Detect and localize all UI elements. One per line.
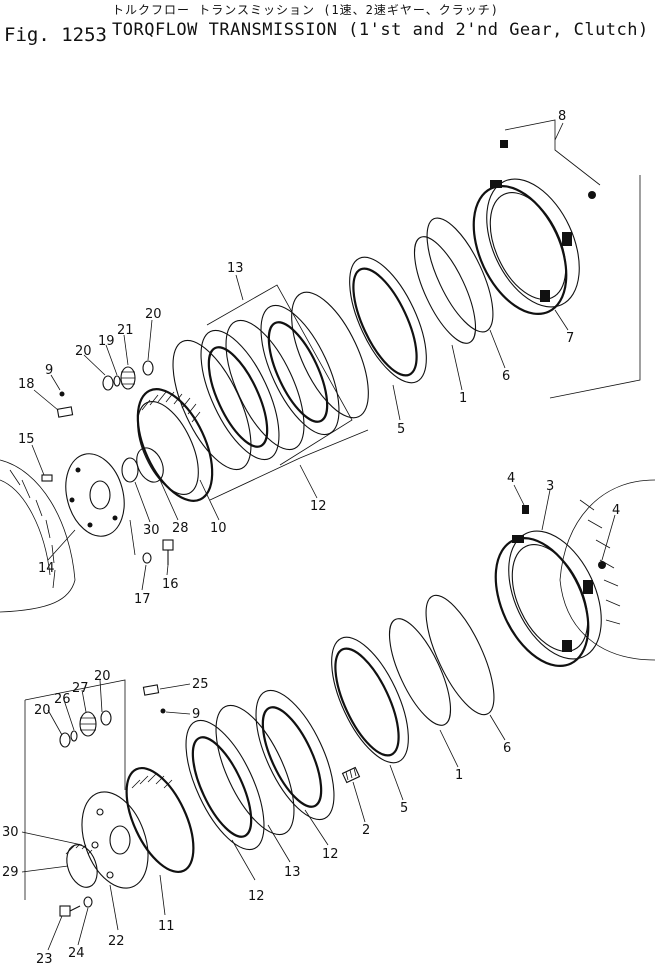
plate-part-5-lower bbox=[331, 636, 409, 764]
callout-4-left: 4 bbox=[507, 471, 515, 486]
callout-20-upper: 20 bbox=[145, 307, 162, 322]
lower-leader-lines bbox=[21, 484, 616, 951]
shaft-part-18 bbox=[56, 406, 74, 418]
spring-part-2 bbox=[341, 766, 361, 784]
callout-25: 25 bbox=[192, 677, 209, 692]
wheel-outline-right bbox=[559, 479, 655, 661]
callout-1-lower: 1 bbox=[455, 768, 463, 783]
snap-ring-part-6-lower bbox=[425, 594, 495, 716]
ring-part-30 bbox=[121, 457, 139, 483]
lower-callout-numbers: 4 3 4 6 1 5 2 25 9 20 26 27 20 30 29 23 … bbox=[2, 471, 620, 967]
piston-ring-part-1-lower bbox=[388, 618, 452, 726]
callout-12-right: 12 bbox=[322, 847, 339, 862]
callout-21: 21 bbox=[117, 323, 134, 338]
upper-assembly: 8 7 6 1 5 13 12 10 28 30 21 19 20 20 9 1… bbox=[0, 109, 641, 613]
callout-13: 13 bbox=[227, 261, 244, 276]
callout-20-left: 20 bbox=[34, 703, 51, 718]
pin-part-15 bbox=[41, 474, 53, 482]
upper-leader-lines bbox=[31, 122, 569, 591]
piston-ring-part-1 bbox=[413, 236, 477, 344]
snap-ring-part-6 bbox=[426, 217, 494, 333]
housing-part-8 bbox=[472, 140, 596, 316]
callout-6-lower: 6 bbox=[503, 741, 511, 756]
callout-16: 16 bbox=[162, 577, 179, 592]
callout-27: 27 bbox=[72, 681, 89, 696]
needle-bearing-part-19 bbox=[113, 375, 121, 387]
callout-24: 24 bbox=[68, 946, 85, 961]
gear-part-29 bbox=[65, 843, 98, 888]
callout-29: 29 bbox=[2, 865, 19, 880]
washer-part-20-lower bbox=[102, 375, 114, 391]
washer-part-20-lower-left bbox=[59, 732, 71, 748]
shaft-part-25 bbox=[142, 684, 160, 696]
gear-part-28 bbox=[136, 447, 164, 483]
callout-5: 5 bbox=[397, 422, 405, 437]
callout-7: 7 bbox=[566, 331, 574, 346]
washer-part-20-upper bbox=[142, 360, 154, 376]
title-english: TORQFLOW TRANSMISSION (1'st and 2'nd Gea… bbox=[112, 20, 649, 40]
callout-5-lower: 5 bbox=[400, 801, 408, 816]
callout-14: 14 bbox=[38, 561, 55, 576]
washer-part-24 bbox=[83, 896, 93, 908]
lower-assembly: 4 3 4 6 1 5 2 25 9 20 26 27 20 30 29 23 … bbox=[2, 471, 655, 967]
ball-part-9-lower bbox=[160, 708, 166, 714]
callout-9: 9 bbox=[45, 363, 53, 378]
hub-part-10 bbox=[136, 388, 214, 502]
figure-label: Fig. 1253 bbox=[4, 24, 107, 46]
needle-bearing-part-26 bbox=[70, 730, 78, 742]
callout-12: 12 bbox=[310, 499, 327, 514]
upper-callout-numbers: 8 7 6 1 5 13 12 10 28 30 21 19 20 20 9 1… bbox=[18, 109, 574, 607]
carrier-part-22 bbox=[81, 791, 149, 889]
callout-22: 22 bbox=[108, 934, 125, 949]
callout-20-right: 20 bbox=[94, 669, 111, 684]
callout-6: 6 bbox=[502, 369, 510, 384]
bolt-part-16 bbox=[162, 539, 174, 565]
callout-19: 19 bbox=[98, 334, 115, 349]
clutch-disc-stack-lower bbox=[185, 689, 335, 851]
housing-part-3 bbox=[494, 505, 606, 668]
callout-20-lower: 20 bbox=[75, 344, 92, 359]
callout-23: 23 bbox=[36, 952, 53, 967]
callout-15: 15 bbox=[18, 432, 35, 447]
wheel-outline-left bbox=[0, 459, 76, 613]
bracket-lower-left bbox=[24, 679, 126, 790]
callout-10: 10 bbox=[210, 521, 227, 536]
callout-8: 8 bbox=[558, 109, 566, 124]
bracket-13 bbox=[206, 284, 353, 466]
callout-4-right: 4 bbox=[612, 503, 620, 518]
callout-12-left: 12 bbox=[248, 889, 265, 904]
washer-part-17 bbox=[142, 552, 152, 564]
callout-30-lower: 30 bbox=[2, 825, 19, 840]
bracket-8-right bbox=[549, 175, 641, 399]
ball-part-9 bbox=[59, 391, 65, 397]
callout-28: 28 bbox=[172, 521, 189, 536]
callout-3: 3 bbox=[546, 479, 554, 494]
pinion-gear-part-21 bbox=[120, 366, 136, 390]
hub-part-11 bbox=[125, 766, 195, 874]
callout-30: 30 bbox=[143, 523, 160, 538]
callout-26: 26 bbox=[54, 692, 71, 707]
pinion-gear-part-27 bbox=[79, 711, 97, 737]
carrier-part-14 bbox=[65, 453, 125, 537]
bracket-8 bbox=[504, 119, 601, 186]
callout-11: 11 bbox=[158, 919, 175, 934]
plate-part-5 bbox=[349, 256, 427, 384]
bolt-part-23 bbox=[59, 905, 81, 917]
title-japanese: トルクフロー トランスミッション (1速、2速ギヤー、クラッチ) bbox=[112, 3, 499, 17]
callout-2: 2 bbox=[362, 823, 370, 838]
callout-1: 1 bbox=[459, 391, 467, 406]
callout-13-lower: 13 bbox=[284, 865, 301, 880]
callout-17: 17 bbox=[134, 592, 151, 607]
bracket-12 bbox=[209, 429, 369, 501]
callout-18: 18 bbox=[18, 377, 35, 392]
clutch-disc-stack-13 bbox=[172, 291, 369, 471]
washer-part-20-lower-right bbox=[100, 710, 112, 726]
callout-9-lower: 9 bbox=[192, 707, 200, 722]
